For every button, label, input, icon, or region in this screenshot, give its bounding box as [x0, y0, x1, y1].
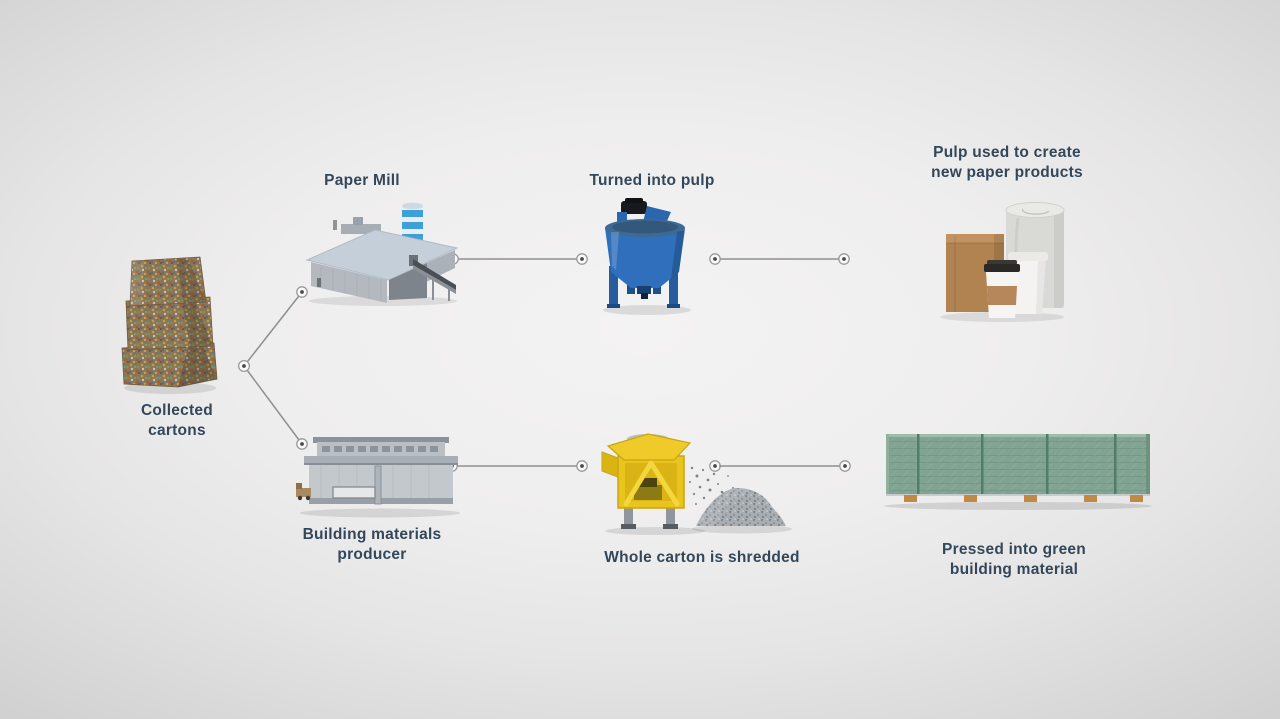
label-collected-cartons: Collected cartons [140, 402, 214, 439]
carton-bale-illustration [121, 256, 218, 394]
vehicle [296, 483, 311, 501]
pulper-tank-illustration [603, 198, 691, 315]
connector-branch-down [243, 365, 303, 445]
paper-mill-illustration [305, 202, 459, 306]
shredder-illustration [601, 433, 792, 535]
label-turned-into-pulp: Turned into pulp [589, 172, 715, 189]
label-pressed-green-material: Pressed into green building material [941, 541, 1087, 578]
connector-branch-up [243, 291, 303, 367]
coffee-cup [984, 260, 1020, 318]
green-boards-illustration [884, 434, 1152, 510]
white-cup [1008, 252, 1048, 314]
label-building-materials-producer: Building materials producer [302, 526, 442, 563]
conveyor [409, 255, 456, 301]
label-paper-mill: Paper Mill [324, 172, 400, 189]
paper-products-illustration [940, 202, 1065, 322]
label-pulp-products: Pulp used to create new paper products [931, 144, 1083, 181]
warehouse-illustration [296, 437, 460, 518]
label-carton-shredded: Whole carton is shredded [604, 549, 800, 566]
